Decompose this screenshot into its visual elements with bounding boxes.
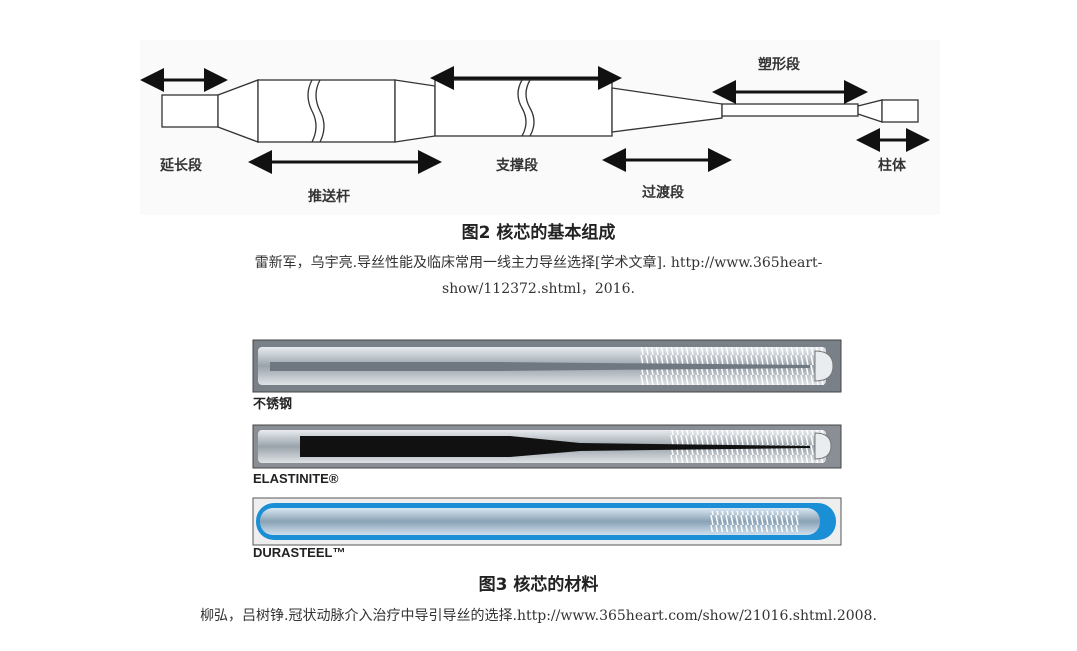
figure-3-reference: 柳弘，吕树铮.冠状动脉介入治疗中导引导丝的选择.http://www.365he… bbox=[200, 608, 877, 624]
shaping-segment bbox=[721, 103, 859, 117]
wire-label-durasteel: DURASTEEL™ bbox=[253, 545, 346, 560]
figure-3-caption: 图3 核芯的材料 bbox=[478, 575, 599, 595]
extension-segment bbox=[161, 94, 219, 128]
figure-2-reference-line2: show/112372.shtml，2016. bbox=[442, 281, 635, 297]
figure-3-diagram: 不锈钢 ELASTINITE® DURASTEEL™ bbox=[250, 335, 845, 560]
figure-2-caption: 图2 核芯的基本组成 bbox=[461, 223, 616, 243]
wire-durasteel bbox=[252, 497, 842, 546]
label-extension: 延长段 bbox=[160, 158, 202, 174]
wire-label-elastinite: ELASTINITE® bbox=[253, 471, 339, 486]
label-transition: 过渡段 bbox=[642, 185, 684, 201]
push-rod-segment bbox=[257, 79, 396, 143]
label-shaping: 塑形段 bbox=[758, 57, 800, 73]
label-push-rod: 推送杆 bbox=[308, 189, 350, 205]
wire-stainless-steel bbox=[252, 339, 842, 393]
label-support: 支撑段 bbox=[496, 158, 538, 174]
figure-2-diagram: 延长段 推送杆 支撑段 过渡段 塑形段 柱体 bbox=[140, 40, 940, 215]
wire-label-stainless-steel: 不锈钢 bbox=[253, 396, 293, 411]
wire-elastinite bbox=[252, 424, 842, 469]
figure-2-reference-line1: 雷新军，乌宇亮.导丝性能及临床常用一线主力导丝选择[学术文章]. http://… bbox=[254, 255, 823, 271]
cylinder-segment bbox=[881, 99, 919, 123]
label-cylinder: 柱体 bbox=[878, 158, 906, 174]
transition-segment bbox=[611, 87, 723, 133]
support-segment bbox=[434, 79, 613, 137]
